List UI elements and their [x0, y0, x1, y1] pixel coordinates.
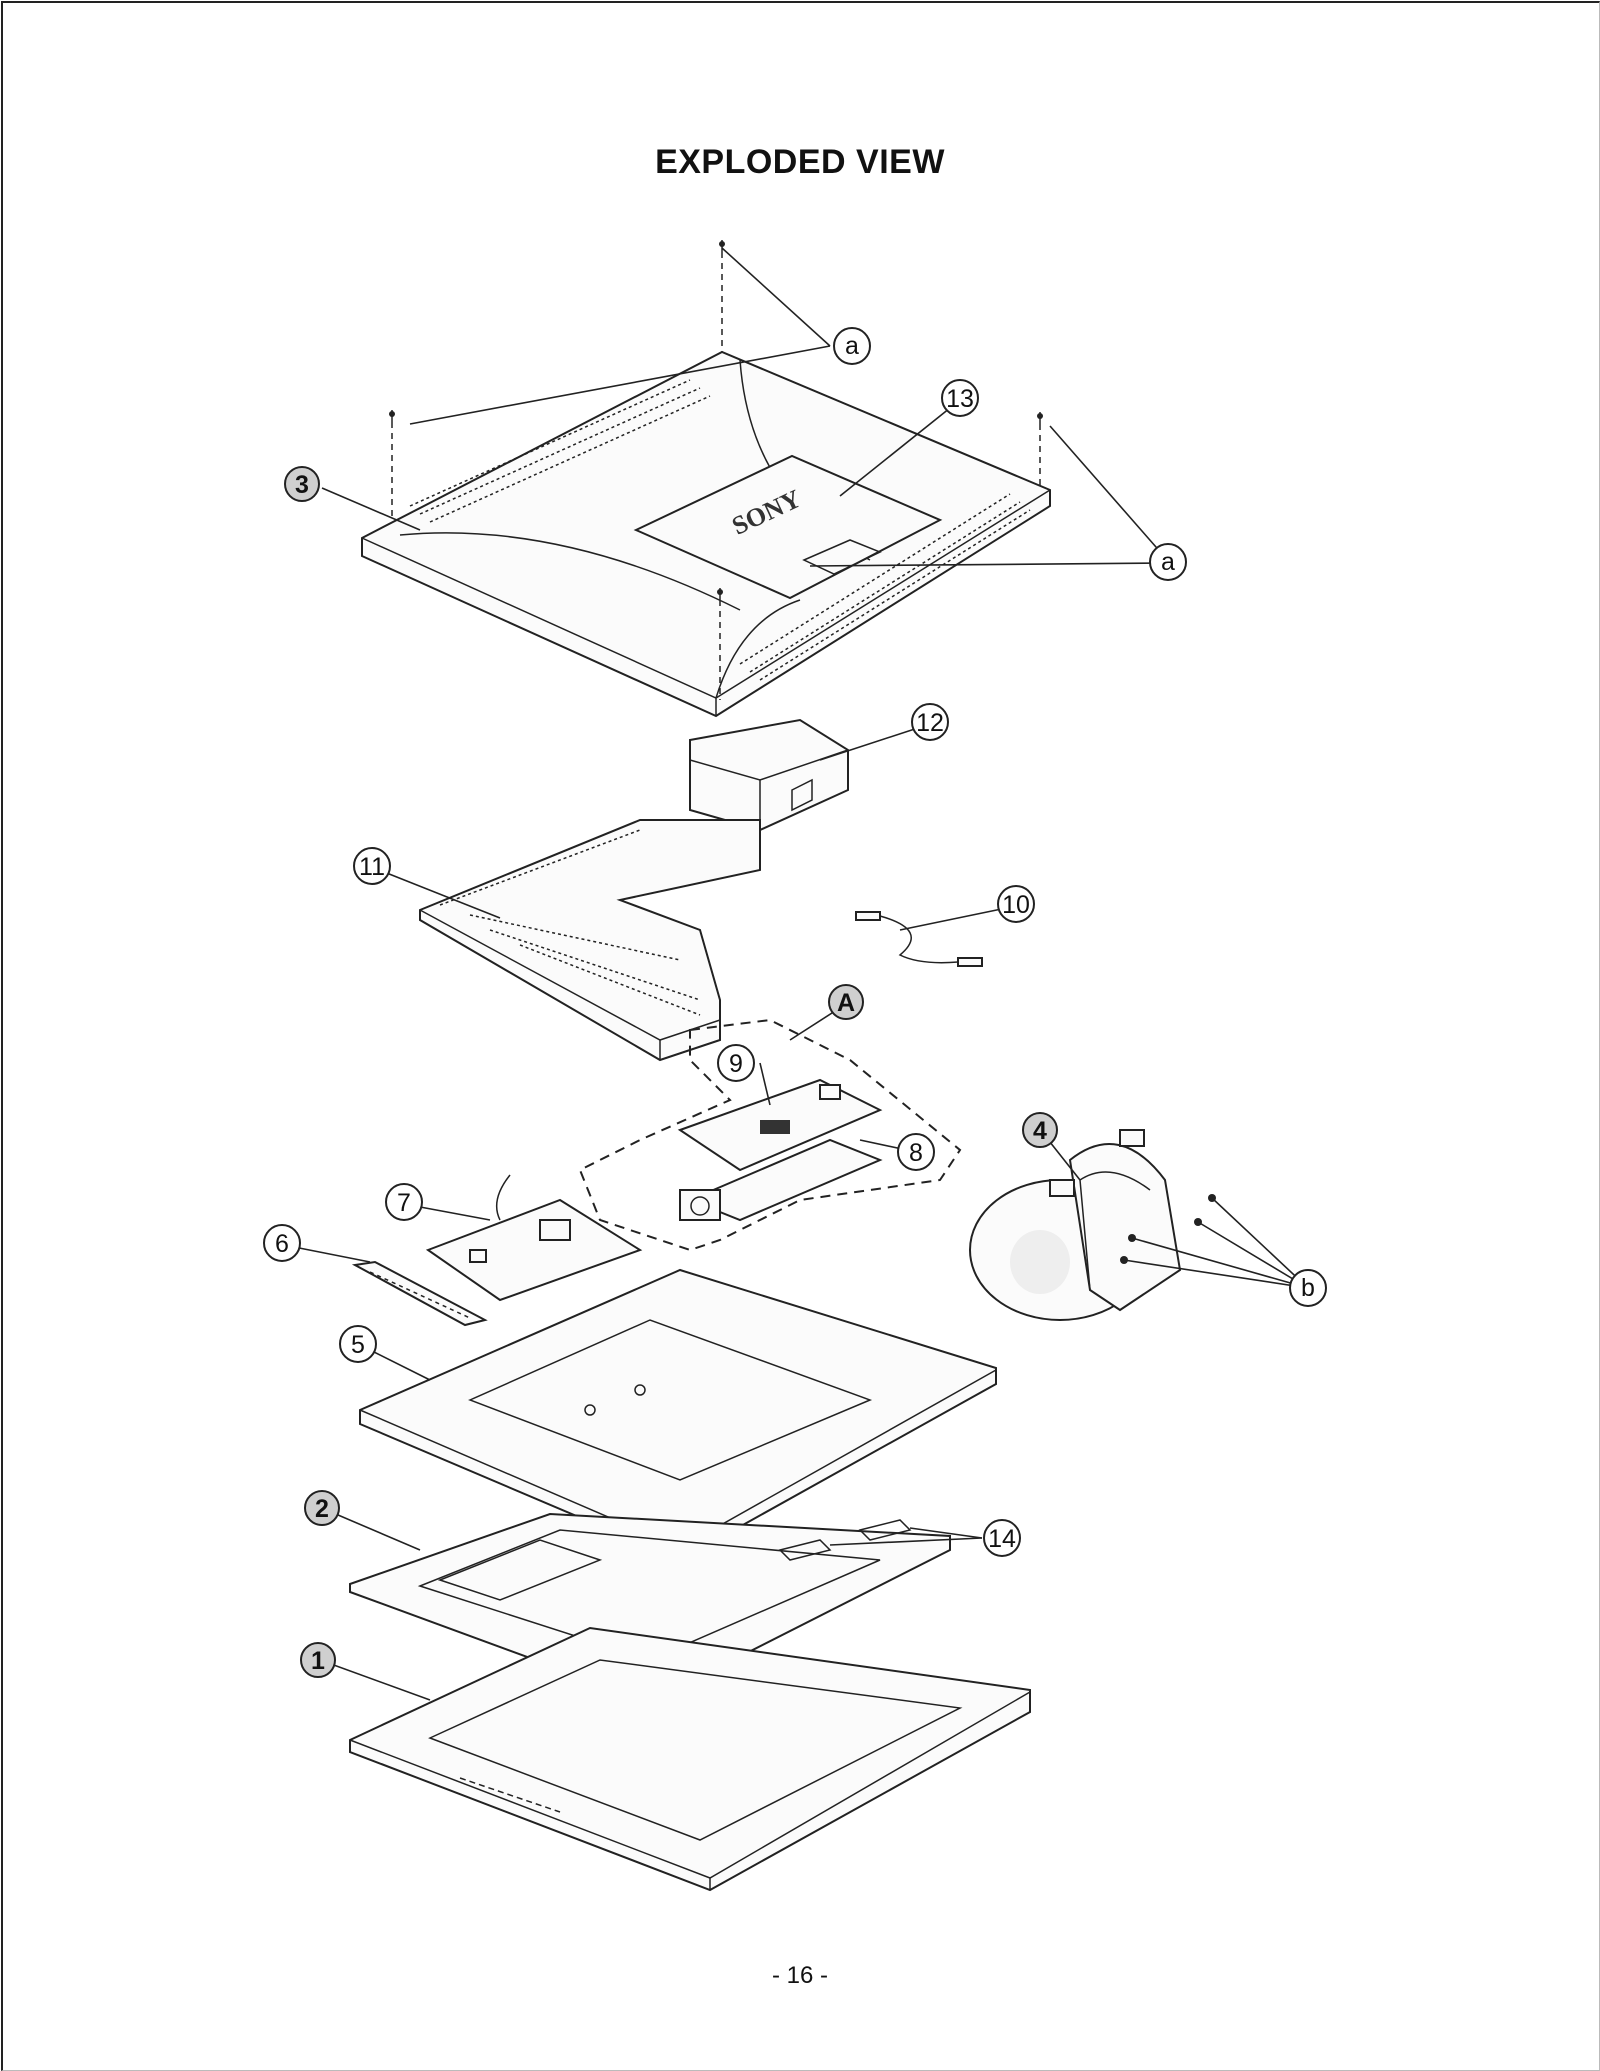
callout-3: 3	[284, 466, 320, 502]
callout-10: 10	[997, 885, 1035, 923]
callout-a-top: a	[833, 327, 871, 365]
callout-12-label: 12	[916, 709, 944, 737]
stand-part	[969, 1129, 1182, 1321]
callout-14-label: 14	[988, 1525, 1016, 1553]
page-number: - 16 -	[771, 1962, 828, 1989]
callout-2: 2	[304, 1490, 340, 1526]
callout-5: 5	[339, 1325, 377, 1363]
callout-5-label: 5	[351, 1331, 365, 1359]
callout-a-right: a	[1149, 543, 1187, 581]
callout-10-label: 10	[1002, 891, 1030, 919]
callout-9: 9	[717, 1044, 755, 1082]
keypad-board-part	[351, 1260, 488, 1327]
callout-2-label: 2	[315, 1495, 329, 1523]
region-a-outline	[578, 1018, 962, 1252]
callout-3-label: 3	[295, 471, 309, 499]
callout-7-label: 7	[397, 1189, 411, 1217]
callout-9-label: 9	[729, 1050, 743, 1078]
callout-a-top-label: a	[845, 332, 859, 360]
leader-lines	[283, 247, 1309, 1701]
callout-6: 6	[263, 1224, 301, 1262]
callout-8: 8	[897, 1133, 935, 1171]
callout-13-label: 13	[946, 385, 974, 413]
callout-b: b	[1289, 1269, 1327, 1307]
callout-b-label: b	[1301, 1274, 1315, 1302]
main-board-part	[677, 1078, 883, 1222]
callout-12: 12	[911, 703, 949, 741]
callout-13: 13	[941, 379, 979, 417]
cable-part	[855, 911, 983, 967]
lcd-panel-part	[419, 819, 761, 1062]
callout-8-label: 8	[909, 1139, 923, 1167]
callout-a-right-label: a	[1161, 548, 1175, 576]
power-board-part	[425, 1174, 643, 1302]
callout-14: 14	[983, 1519, 1021, 1557]
callout-1: 1	[300, 1642, 336, 1678]
callout-4-label: 4	[1033, 1117, 1047, 1145]
bracket-part	[689, 718, 849, 832]
rear-cover-part: SONY	[361, 350, 1051, 718]
page-title: EXPLODED VIEW	[655, 143, 945, 181]
front-bezel-part	[349, 1626, 1031, 1892]
callout-A: A	[828, 984, 864, 1020]
screw-14-group	[778, 1519, 912, 1561]
callout-11-label: 11	[359, 853, 385, 881]
callout-4: 4	[1022, 1112, 1058, 1148]
screw-a-group	[389, 240, 1043, 700]
callout-A-label: A	[837, 989, 855, 1017]
callout-1-label: 1	[311, 1647, 325, 1675]
callout-6-label: 6	[275, 1230, 289, 1258]
callout-11: 11	[353, 847, 391, 885]
callout-7: 7	[385, 1183, 423, 1221]
